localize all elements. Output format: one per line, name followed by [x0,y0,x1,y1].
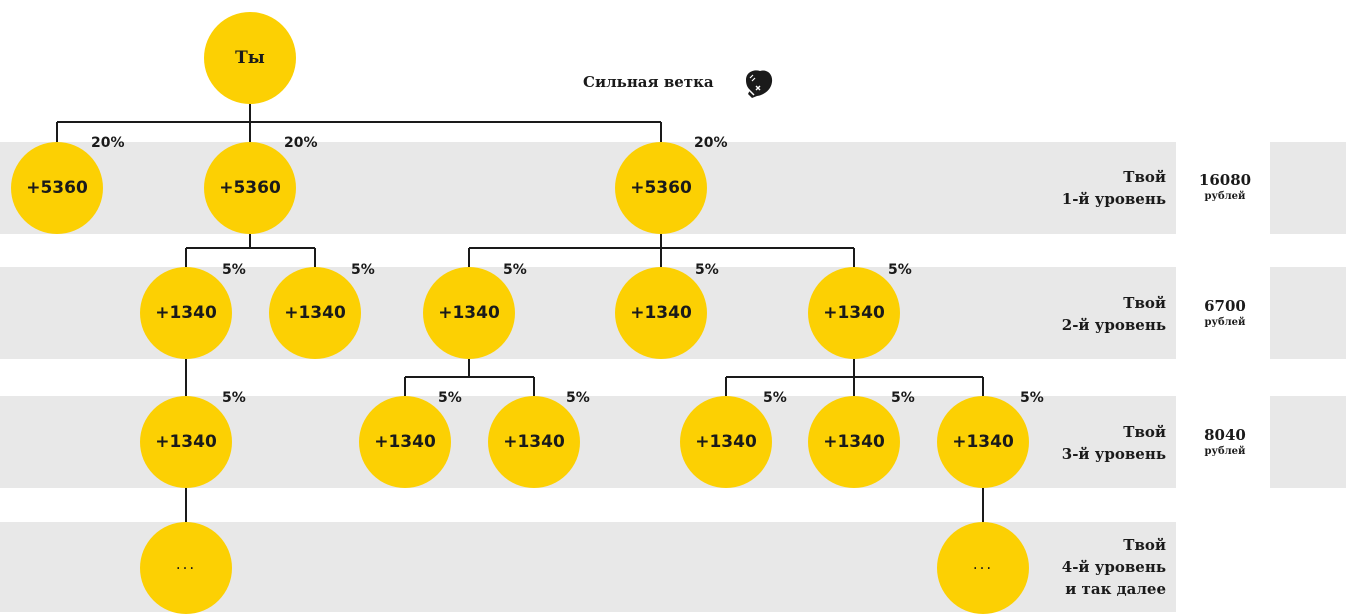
level-4-label: Твой 4-й уровень и так далее [1062,534,1166,600]
level-1-node: +5360 [615,142,707,234]
level-2-node: +1340 [808,267,900,359]
level-1-sum-value: 16080 [1198,171,1252,189]
level-1-band [0,142,1176,234]
level-2-sum-unit: рублей [1204,317,1246,328]
level-2-sum: 6700 рублей [1187,296,1263,330]
level-3-label-line2: 3-й уровень [1061,445,1166,463]
level-3-node: +1340 [359,396,451,488]
level-3-percent: 5% [763,390,787,406]
level-2-percent: 5% [351,262,375,278]
level-2-node: +1340 [269,267,361,359]
level-3-node: +1340 [680,396,772,488]
level-1-percent: 20% [694,135,728,151]
level-4-node: ... [937,522,1029,614]
level-4-label-line1: Твой [1123,536,1166,554]
level-3-percent: 5% [891,390,915,406]
level-2-label: Твой 2-й уровень [1062,292,1166,336]
level-2-node: +1340 [615,267,707,359]
level-2-node: +1340 [140,267,232,359]
level-1-label: Твой 1-й уровень [1062,166,1166,210]
level-1-label-line1: Твой [1123,168,1166,186]
level-3-sum: 8040 рублей [1187,425,1263,459]
level-3-node: +1340 [488,396,580,488]
level-3-percent: 5% [438,390,462,406]
level-2-label-line1: Твой [1123,294,1166,312]
level-4-label-line2: 4-й уровень [1061,558,1166,576]
level-2-percent: 5% [695,262,719,278]
level-2-label-line2: 2-й уровень [1061,316,1166,334]
boxing-glove-icon [746,70,773,98]
level-3-node: +1340 [808,396,900,488]
level-3-label-line1: Твой [1123,423,1166,441]
level-3-node: +1340 [937,396,1029,488]
level-3-percent: 5% [222,390,246,406]
level-1-sum: 16080 рублей [1187,170,1263,204]
root-node-you: Ты [204,12,296,104]
level-2-sum-value: 6700 [1204,297,1246,315]
level-3-sum-value: 8040 [1204,426,1246,444]
level-3-label: Твой 3-й уровень [1062,421,1166,465]
level-3-percent: 5% [1020,390,1044,406]
level-4-label-line3: и так далее [1065,580,1166,598]
level-3-sum-band [1270,396,1346,488]
level-3-sum-unit: рублей [1204,446,1246,457]
level-1-sum-unit: рублей [1204,191,1246,202]
level-2-sum-band [1270,267,1346,359]
level-1-percent: 20% [91,135,125,151]
level-2-node: +1340 [423,267,515,359]
level-3-node: +1340 [140,396,232,488]
level-1-percent: 20% [284,135,318,151]
level-1-node: +5360 [11,142,103,234]
level-2-percent: 5% [503,262,527,278]
level-2-percent: 5% [222,262,246,278]
level-1-label-line2: 1-й уровень [1061,190,1166,208]
level-3-percent: 5% [566,390,590,406]
level-1-node: +5360 [204,142,296,234]
level-4-node: ... [140,522,232,614]
level-1-sum-band [1270,142,1346,234]
level-2-percent: 5% [888,262,912,278]
strong-branch-label: Сильная ветка [583,73,714,91]
